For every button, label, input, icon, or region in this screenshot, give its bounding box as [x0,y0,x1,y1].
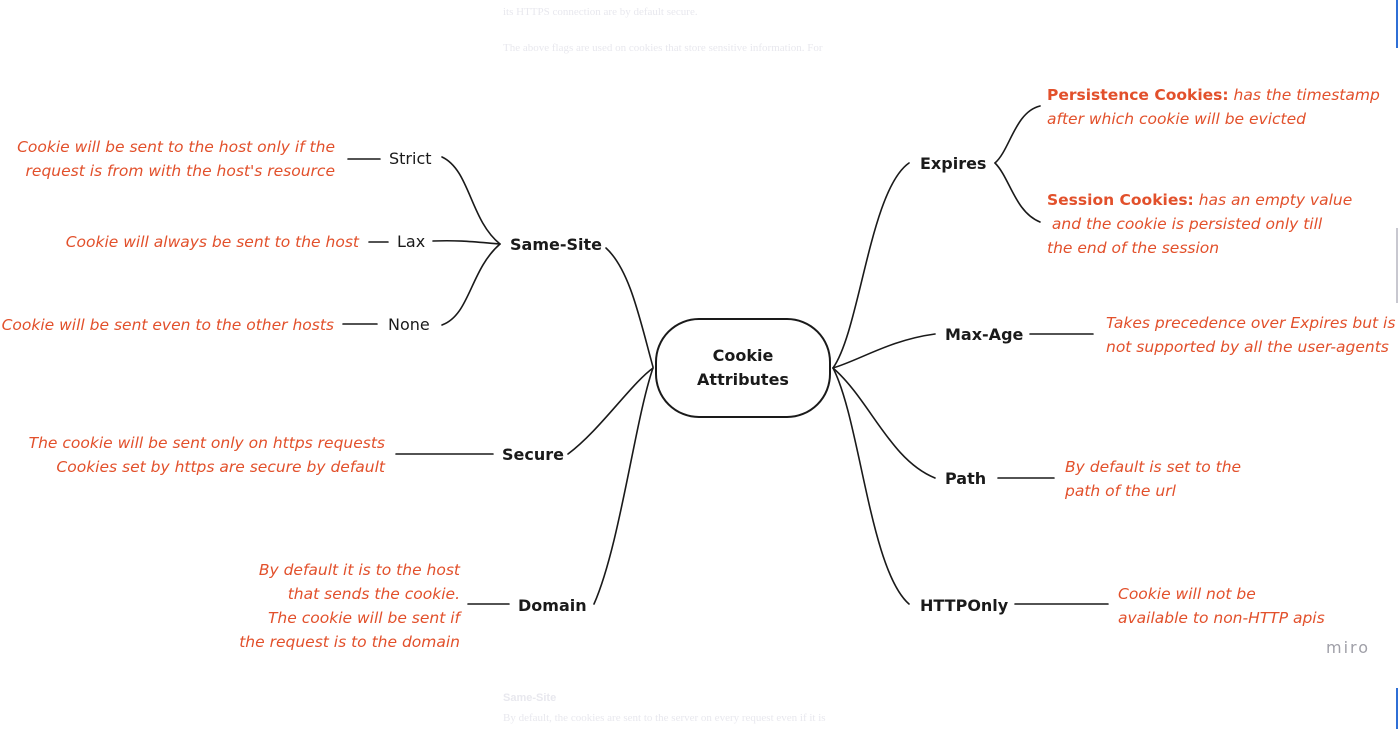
node-same-site[interactable]: Same-Site [510,235,602,254]
note-secure: The cookie will be sent only on https re… [29,431,385,479]
link-same-site-none [441,243,501,326]
node-path[interactable]: Path [945,469,987,488]
center-title-line-1: Cookie [712,346,774,365]
note-max-age-line-1: Takes precedence over Expires but is [1106,314,1396,332]
persistence-title: Persistence Cookies: [1047,86,1229,104]
session-title: Session Cookies: [1047,191,1194,209]
note-secure-line-2: Cookies set by https are secure by defau… [56,458,385,476]
center-node[interactable]: Cookie Attributes [655,318,831,418]
link-center-http-only [832,367,910,605]
node-strict[interactable]: Strict [389,149,432,168]
node-http-only[interactable]: HTTPOnly [920,596,1009,615]
background-text-3: Same-Site [503,692,557,704]
node-none[interactable]: None [388,315,430,334]
note-none: Cookie will be sent even to the other ho… [2,313,334,337]
note-max-age: Takes precedence over Expires but is not… [1106,311,1395,359]
note-max-age-line-2: not supported by all the user-agents [1106,338,1389,356]
node-lax[interactable]: Lax [397,232,426,251]
node-domain[interactable]: Domain [518,596,587,615]
persistence-text-1: has the timestamp [1233,86,1380,104]
note-strict: Cookie will be sent to the host only if … [17,135,335,183]
session-text-1: has an empty value [1198,191,1353,209]
persistence-text-2: after which cookie will be evicted [1047,110,1306,128]
edge-accent-top [1396,0,1398,48]
note-domain-line-3: The cookie will be sent if [267,609,460,627]
note-session-line-1: Session Cookies: has an empty value [1047,188,1352,212]
link-expires-persistence [994,105,1041,164]
note-none-line-1: Cookie will be sent even to the other ho… [1,316,334,334]
edge-accent-middle [1396,228,1398,303]
note-strict-line-1: Cookie will be sent to the host only if … [17,138,335,156]
note-path: By default is set to the path of the url [1065,455,1241,503]
edge-accent-bottom [1396,688,1398,729]
background-text-4: By default, the cookies are sent to the … [503,712,826,724]
node-expires[interactable]: Expires [920,154,987,173]
link-center-domain [593,367,654,605]
miro-logo: miro [1326,638,1371,657]
link-expires-session [994,162,1041,223]
note-domain: By default it is to the host that sends … [239,558,460,654]
note-domain-line-4: the request is to the domain [239,633,460,651]
note-persistence-cookies: Persistence Cookies: has the timestamp a… [1047,83,1380,131]
session-text-2: and the cookie is persisted only till [1047,215,1323,233]
link-same-site-lax [432,239,501,245]
link-center-secure [567,367,654,455]
note-lax-line-1: Cookie will always be sent to the host [65,233,359,251]
note-path-line-2: path of the url [1065,482,1176,500]
link-same-site-strict [441,156,501,245]
link-center-expires [832,162,910,369]
background-text-2: The above flags are used on cookies that… [503,42,823,54]
note-http-only-line-2: available to non-HTTP apis [1118,609,1325,627]
note-domain-line-2: that sends the cookie. [287,585,460,603]
note-domain-line-1: By default it is to the host [258,561,460,579]
note-path-line-1: By default is set to the [1065,458,1242,476]
link-center-same-site [605,247,654,368]
background-text-1: its HTTPS connection are by default secu… [503,6,698,18]
note-http-only: Cookie will not be available to non-HTTP… [1118,582,1325,630]
note-lax: Cookie will always be sent to the host [66,230,359,254]
link-center-path [832,367,936,479]
note-strict-line-2: request is from with the host's resource [25,162,335,180]
center-title-line-2: Attributes [697,370,789,389]
note-secure-line-1: The cookie will be sent only on https re… [28,434,385,452]
note-session-cookies: Session Cookies: has an empty value and … [1047,188,1352,260]
node-secure[interactable]: Secure [502,445,564,464]
link-center-max-age [832,333,936,369]
note-persistence-line-1: Persistence Cookies: has the timestamp [1047,83,1380,107]
session-text-3: the end of the session [1047,239,1220,257]
node-max-age[interactable]: Max-Age [945,325,1024,344]
note-http-only-line-1: Cookie will not be [1118,585,1256,603]
